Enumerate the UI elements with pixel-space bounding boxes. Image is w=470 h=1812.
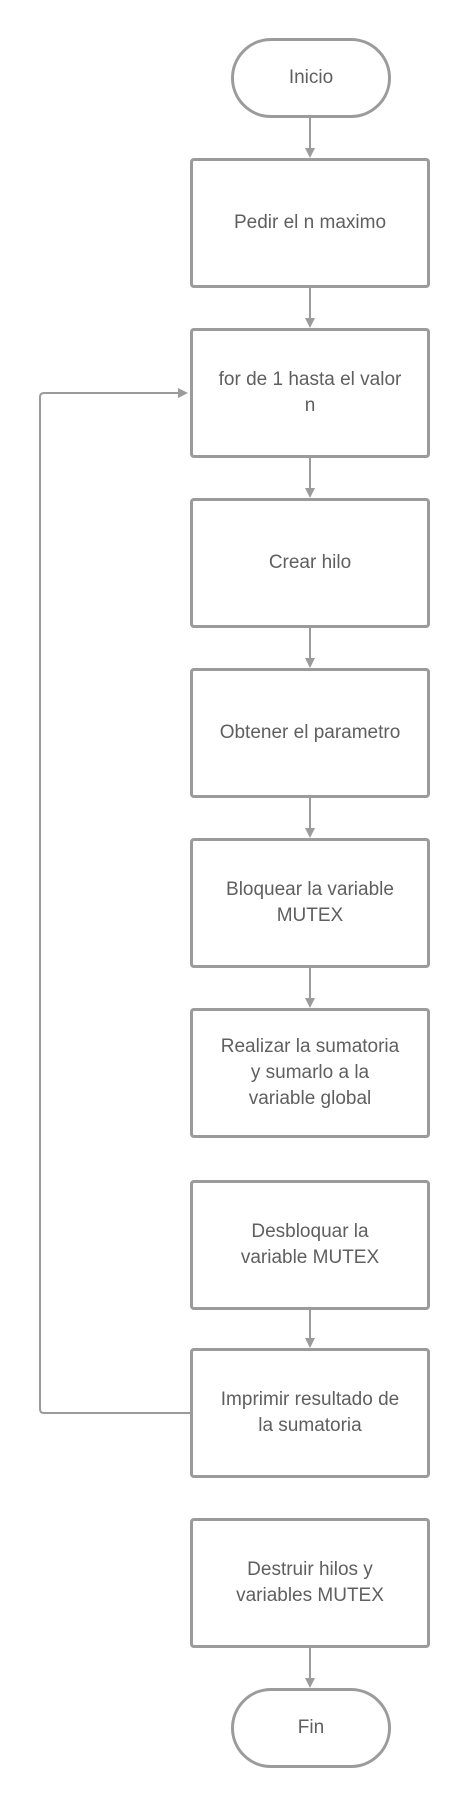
step-label: Crear hilo bbox=[268, 552, 352, 573]
step-pedir-n-maximo: Pedir el n maximo bbox=[190, 158, 430, 288]
step-for-loop: for de 1 hasta el valor n bbox=[190, 328, 430, 458]
step-crear-hilo: Crear hilo bbox=[190, 498, 430, 628]
start-terminal: Inicio bbox=[231, 38, 391, 118]
step-label: Pedir el n maximo bbox=[233, 212, 387, 233]
step-destruir-hilos: Destruir hilos y variables MUTEX bbox=[190, 1518, 430, 1648]
loop-back-arrow bbox=[39, 388, 190, 1414]
step-bloquear-mutex: Bloquear la variable MUTEX bbox=[190, 838, 430, 968]
end-terminal: Fin bbox=[231, 1688, 391, 1768]
end-label: Fin bbox=[297, 1717, 325, 1738]
step-imprimir-resultado: Imprimir resultado de la sumatoria bbox=[190, 1348, 430, 1478]
step-label: Desbloquar la variable MUTEX bbox=[240, 1221, 380, 1268]
step-label: Imprimir resultado de la sumatoria bbox=[220, 1389, 400, 1436]
step-desbloquear-mutex: Desbloquar la variable MUTEX bbox=[190, 1180, 430, 1310]
step-obtener-parametro: Obtener el parametro bbox=[190, 668, 430, 798]
start-label: Inicio bbox=[288, 67, 334, 88]
step-label: for de 1 hasta el valor n bbox=[218, 369, 402, 416]
step-label: Bloquear la variable MUTEX bbox=[226, 879, 394, 926]
step-realizar-sumatoria: Realizar la sumatoria y sumarlo a la var… bbox=[190, 1008, 430, 1138]
step-label: Obtener el parametro bbox=[219, 722, 401, 743]
step-label: Destruir hilos y variables MUTEX bbox=[236, 1559, 384, 1606]
step-label: Realizar la sumatoria y sumarlo a la var… bbox=[220, 1036, 400, 1109]
